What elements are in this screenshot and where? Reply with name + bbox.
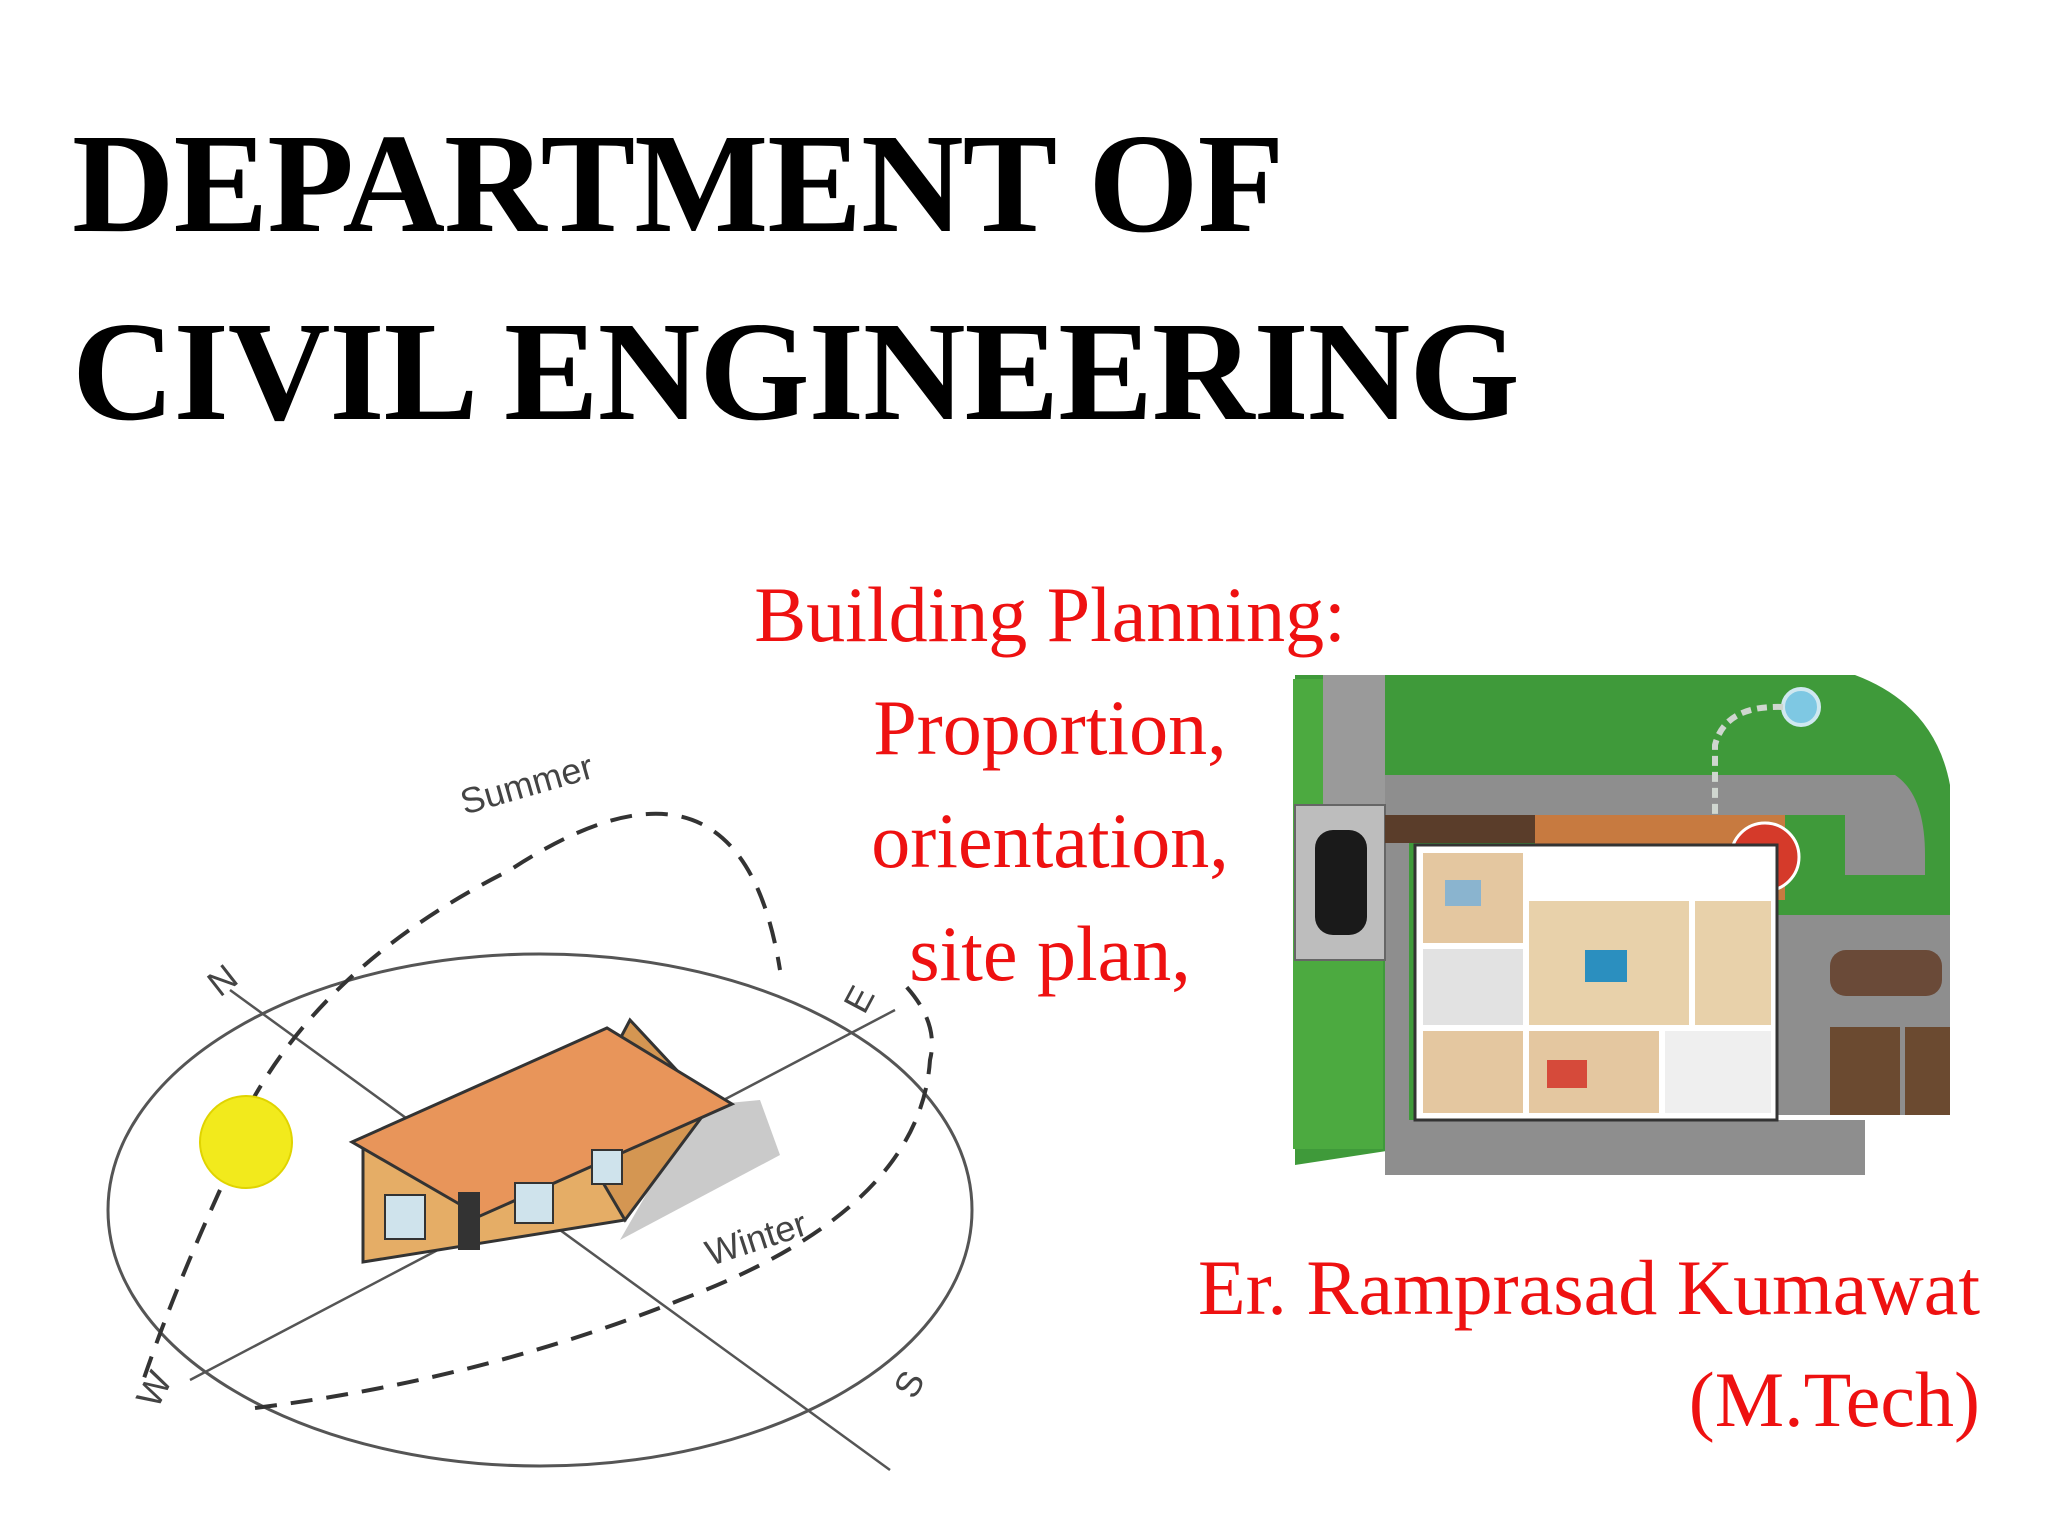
subtitle-line-3: orientation, — [871, 797, 1229, 884]
subtitle-line-4: site plan, — [909, 910, 1191, 997]
sun-icon — [199, 1095, 293, 1189]
winter-arc — [138, 978, 934, 1410]
subtitle: Building Planning: Proportion, orientati… — [700, 558, 1400, 1010]
pond-icon — [1712, 687, 1821, 815]
compass-east-label: E — [835, 979, 882, 1019]
compass-west-label: W — [128, 1364, 180, 1413]
horizon-ellipse — [106, 952, 974, 1468]
author-name: Er. Ramprasad Kumawat — [1198, 1244, 1980, 1331]
author-block: Er. Ramprasad Kumawat (M.Tech) — [1198, 1232, 1980, 1456]
summer-label: Summer — [456, 746, 598, 823]
site-plan-illustration — [1293, 675, 1950, 1175]
title-line-2: CIVIL ENGINEERING — [72, 292, 1520, 450]
subtitle-line-1: Building Planning: — [754, 571, 1346, 658]
house-floorplan — [1413, 843, 1779, 1122]
parked-car — [1830, 950, 1942, 996]
compass-south-label: S — [885, 1364, 932, 1404]
title-line-1: DEPARTMENT OF — [72, 104, 1284, 262]
winter-label: Winter — [700, 1203, 812, 1274]
planter-beds — [1385, 815, 1950, 1115]
house-icon — [348, 1017, 780, 1264]
subtitle-line-2: Proportion, — [873, 684, 1227, 771]
sun-path-diagram: Summer Winter N E S W — [106, 746, 974, 1472]
author-degree: (M.Tech) — [1688, 1356, 1980, 1443]
garage-slab — [1294, 804, 1386, 961]
